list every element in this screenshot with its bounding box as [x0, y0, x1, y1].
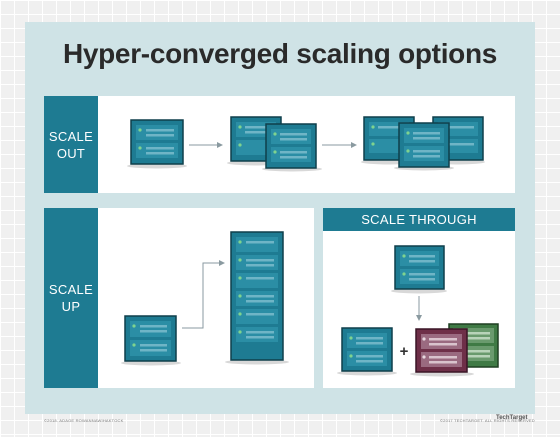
- scale-out-server-1: [127, 119, 187, 169]
- scale-up-label-line2: UP: [61, 299, 81, 314]
- page-title: Hyper-converged scaling options: [62, 38, 498, 69]
- brand-logo: TechTarget: [496, 415, 528, 421]
- scale-out-server-3: [262, 123, 322, 172]
- scale-up-label: SCALE UP: [44, 208, 98, 388]
- copyright-text: ©2017 TECHTARGET. ALL RIGHTS RESERVED: [440, 418, 535, 423]
- scale-out-label: SCALE OUT: [44, 96, 98, 193]
- scale-through-server-left: [337, 327, 397, 376]
- image-credit: ©2018. ADAGE ROWANNAWIHAKTOCK: [44, 418, 124, 423]
- server-rack-icon: [225, 231, 289, 365]
- arrow-icon: [182, 260, 225, 329]
- scale-up-server-small: [121, 315, 181, 366]
- scale-through-label: SCALE THROUGH: [323, 208, 515, 231]
- scale-through-server-top: [391, 245, 447, 294]
- scale-through-server-maroon: [410, 328, 474, 377]
- scale-out-label-line1: SCALE: [48, 128, 94, 144]
- scale-out-label-line2: OUT: [56, 145, 86, 161]
- scale-up-label-line1: SCALE: [48, 282, 94, 297]
- scale-out-server-6: [394, 122, 454, 171]
- plus-sign: +: [400, 343, 409, 360]
